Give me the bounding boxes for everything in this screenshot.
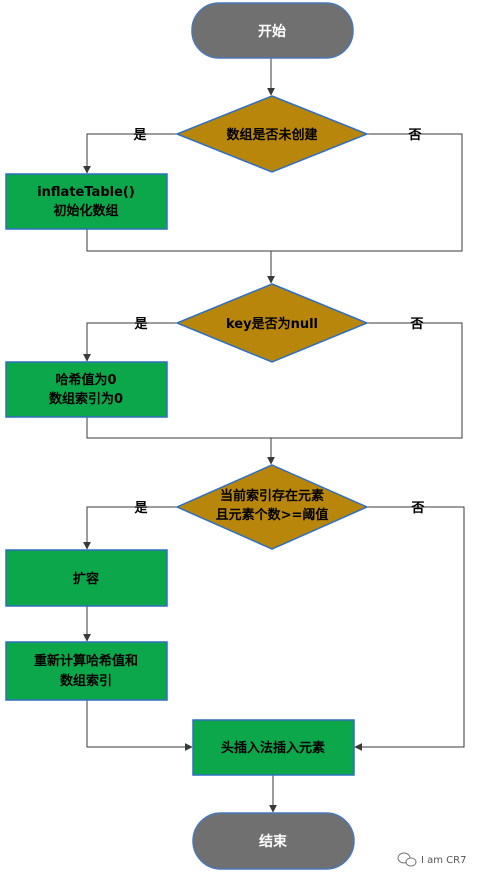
arrow-check-exist-yes bbox=[83, 506, 177, 550]
hash-zero-label-line2: 数组索引为0 bbox=[49, 391, 123, 407]
decision-array-label: 数组是否未创建 bbox=[226, 127, 317, 143]
end-terminal: 结束 bbox=[192, 812, 355, 870]
wechat-icon bbox=[397, 852, 417, 867]
insert-label: 头插入法插入元素 bbox=[221, 740, 325, 756]
process-hash-zero: 哈希值为0 数组索引为0 bbox=[5, 361, 168, 418]
recalc-label-line2: 数组索引 bbox=[60, 673, 112, 689]
arrow-check-array-no bbox=[271, 133, 463, 252]
branch-yes-3: 是 bbox=[133, 501, 148, 516]
arrow-recalc-to-insert bbox=[86, 700, 193, 751]
decision-element-exists: 当前索引存在元素 且元素个数>=阈值 bbox=[175, 464, 369, 550]
end-label: 结束 bbox=[259, 833, 288, 850]
process-inflate-table: inflateTable() 初始化数组 bbox=[5, 173, 168, 230]
decision-array-not-created: 数组是否未创建 bbox=[174, 95, 370, 173]
arrow-inflate-merge bbox=[86, 228, 271, 252]
inflate-label-line2: 初始化数组 bbox=[53, 203, 118, 219]
branch-yes-2: 是 bbox=[133, 317, 148, 332]
watermark-text: I am CR7 bbox=[421, 855, 466, 866]
process-head-insert: 头插入法插入元素 bbox=[192, 719, 355, 776]
start-label: 开始 bbox=[258, 23, 286, 40]
start-terminal: 开始 bbox=[191, 2, 354, 59]
process-recalc-hash: 重新计算哈希值和 数组索引 bbox=[5, 641, 168, 701]
decision-exist-label-line1: 当前索引存在元素 bbox=[220, 488, 324, 504]
arrow-check-exist-no bbox=[354, 506, 465, 751]
hash-zero-label-line1: 哈希值为0 bbox=[55, 372, 116, 388]
process-resize: 扩容 bbox=[5, 549, 168, 607]
resize-label: 扩容 bbox=[73, 571, 99, 587]
recalc-label-line1: 重新计算哈希值和 bbox=[34, 653, 138, 669]
decision-exist-label-line2: 且元素个数>=阈值 bbox=[216, 507, 329, 523]
arrow-check-key-yes bbox=[83, 322, 177, 362]
branch-no-1: 否 bbox=[407, 128, 421, 143]
arrow-check-key-no bbox=[271, 322, 463, 439]
branch-yes-1: 是 bbox=[132, 128, 147, 143]
arrow-hash-zero-merge bbox=[86, 416, 271, 439]
decision-key-label: key是否为null bbox=[226, 316, 318, 332]
watermark: I am CR7 bbox=[397, 852, 466, 867]
arrow-check-array-yes bbox=[83, 133, 177, 174]
inflate-label-line1: inflateTable() bbox=[37, 185, 135, 200]
decision-key-null: key是否为null bbox=[175, 283, 369, 363]
branch-no-3: 否 bbox=[410, 501, 424, 516]
branch-no-2: 否 bbox=[409, 317, 423, 332]
